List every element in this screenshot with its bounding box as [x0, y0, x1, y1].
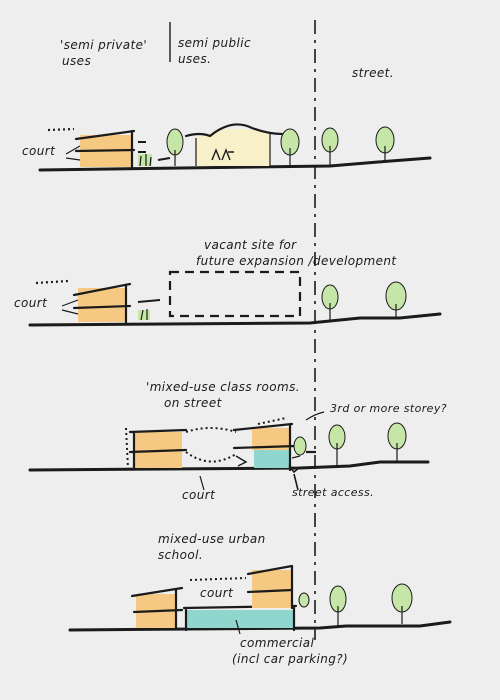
- section-mixed-use-classrooms: [28, 411, 430, 491]
- section-mixed-use-urban-school: [68, 564, 452, 635]
- label-court: court: [182, 488, 216, 502]
- section-vacant-site: [28, 270, 442, 327]
- street-access-arrow: [288, 465, 301, 491]
- classroom-block: [252, 428, 290, 450]
- storey-dots: [257, 417, 287, 425]
- label-car-parking: (incl car parking?): [232, 652, 349, 666]
- label-semi-public-uses: uses.: [178, 52, 212, 66]
- people-figures: [138, 310, 150, 320]
- label-mixed-use-classrooms: 'mixed-use class rooms.: [146, 380, 300, 394]
- label-on-street: on street: [164, 396, 222, 410]
- label-vacant-site: vacant site for: [204, 238, 297, 252]
- court-zone: [185, 427, 237, 463]
- ground-line: [28, 460, 430, 472]
- court-leader: [65, 145, 81, 161]
- side-dashes: [138, 141, 146, 153]
- label-street: street.: [352, 66, 394, 80]
- label-school: school.: [158, 548, 204, 562]
- vacant-site-outline: [168, 270, 302, 318]
- ground-line: [28, 312, 442, 327]
- storey-leader: [305, 411, 325, 421]
- label-court: court: [22, 144, 56, 158]
- court-dots: [189, 577, 247, 581]
- roof-dots: [47, 127, 75, 132]
- court-leader: [61, 299, 79, 315]
- label-future-expansion: future expansion /development: [196, 254, 397, 268]
- label-semi-public: semi public: [178, 36, 251, 50]
- ground-line: [38, 156, 432, 172]
- label-court: court: [14, 296, 48, 310]
- label-court: court: [200, 586, 234, 600]
- commercial-podium: [186, 610, 294, 628]
- label-street-access: street access.: [292, 486, 375, 499]
- upper-classroom-block: [252, 570, 292, 608]
- commercial-leader: [235, 619, 241, 635]
- ground-line: [68, 620, 452, 632]
- roof-dots: [35, 279, 69, 285]
- label-semi-private: 'semi private': [60, 38, 148, 52]
- tree: [293, 436, 307, 456]
- building-lines: [74, 129, 136, 170]
- street-level-commercial: [254, 450, 290, 468]
- court-leader: [199, 475, 205, 491]
- label-commercial: commercial: [240, 636, 315, 650]
- pavilion-people: [211, 148, 234, 161]
- section-semi-private-semi-public: [38, 22, 432, 172]
- label-semi-private-uses: uses: [62, 54, 92, 68]
- label-mixed-use-urban: mixed-use urban: [158, 532, 266, 546]
- pavilion: [196, 128, 270, 166]
- label-third-storey: 3rd or more storey?: [330, 402, 447, 415]
- tree: [298, 592, 310, 608]
